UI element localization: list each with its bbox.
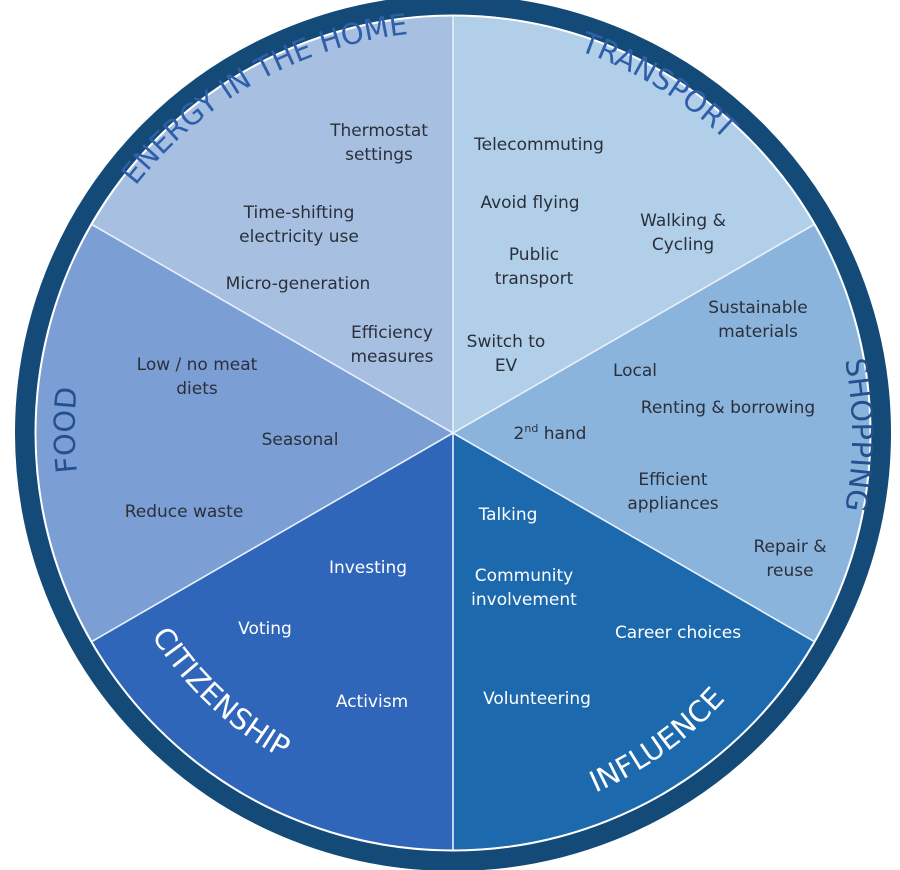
segment-divider xyxy=(91,224,454,434)
action-item-influence: Talking xyxy=(478,505,538,525)
action-item-transport: Avoid flying xyxy=(480,193,579,213)
category-title-food: FOOD xyxy=(48,385,84,474)
action-item-shopping: Renting & borrowing xyxy=(641,398,815,418)
segment-citizenship xyxy=(92,433,454,850)
action-item-citizenship: Voting xyxy=(238,619,292,639)
segment-divider xyxy=(452,432,815,642)
action-item-shopping: Repair &reuse xyxy=(753,537,826,581)
segment-influence xyxy=(453,433,814,850)
segment-divider xyxy=(91,432,454,642)
action-item-transport: Telecommuting xyxy=(473,135,604,155)
outer-ring xyxy=(15,0,891,870)
action-item-shopping: 2nd hand xyxy=(514,422,587,444)
ring-gap xyxy=(34,14,872,852)
category-title-food-text: FOOD xyxy=(48,385,84,474)
action-item-shopping: Local xyxy=(613,361,657,381)
segment-shopping xyxy=(453,224,870,642)
action-item-influence: Career choices xyxy=(615,623,741,643)
action-item-citizenship: Investing xyxy=(329,558,407,578)
action-item-energy: Micro-generation xyxy=(226,274,371,294)
segment-energy xyxy=(92,16,454,433)
segment-divider xyxy=(452,224,815,434)
action-item-food: Reduce waste xyxy=(125,502,244,522)
segment-transport xyxy=(453,16,814,433)
action-item-food: Seasonal xyxy=(262,430,339,450)
action-item-influence: Volunteering xyxy=(483,689,591,709)
action-item-transport: Walking &Cycling xyxy=(640,211,726,255)
action-item-citizenship: Activism xyxy=(336,692,408,712)
segment-food xyxy=(36,224,453,642)
